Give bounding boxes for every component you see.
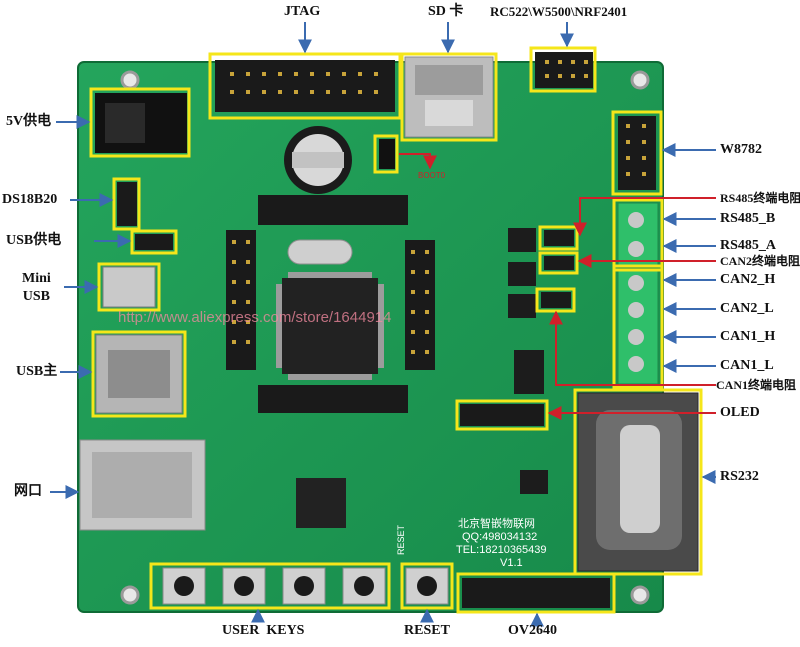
crystal-oscillator [287,239,353,265]
label-can1-termination: CAN1终端电阻 [716,378,796,392]
mcu-chip [276,272,384,380]
label-jtag: JTAG [284,4,321,19]
label-rc522: RC522\W5500\NRF2401 [490,4,628,19]
usb-phy-chip [296,478,346,528]
tel-text: TEL:18210365439 [456,544,547,556]
can-terminal [617,267,659,385]
spi-header [535,52,593,88]
label-rs485-a: RS485_A [720,238,777,253]
ov2640-header [462,578,610,608]
boot-jumper [379,139,395,169]
db9-connector [577,392,699,572]
boot-text: BOOT0 [418,171,446,180]
rj45-port [79,439,206,531]
sd-card-slot [404,56,494,138]
label-rs232: RS232 [720,469,759,484]
ds18b20-socket [117,182,137,226]
reset-silk-text: RESET [396,524,406,555]
user-key-buttons [162,567,386,605]
mounting-holes [120,70,650,605]
highlight-boxes [89,46,703,614]
callout-arrows-blue [50,22,716,627]
coin-battery [284,126,352,194]
label-can1-h: CAN1_H [720,329,776,344]
label-reset: RESET [404,623,450,638]
maker-text: 北京智嵌物联网 [458,516,535,530]
rs485-terminal [617,202,659,268]
label-rs485-b: RS485_B [720,211,776,226]
label-5v-power: 5V供电 [6,114,52,129]
mini-usb-port [102,266,156,308]
label-rs485-termination: RS485终端电阻 [720,191,800,205]
label-ethernet: 网口 [14,484,42,499]
label-usb-power: USB供电 [6,233,62,248]
qq-text: QQ:498034132 [462,531,537,543]
label-can2-l: CAN2_L [720,301,774,316]
watermark-text: http://www.aliexpress.com/store/1644914 [118,309,391,326]
usb-power-jumper [135,234,173,250]
label-ds18b20: DS18B20 [2,192,58,207]
version-text: V1.1 [500,557,523,569]
jtag-connector [215,60,395,112]
mcu-pin-headers [226,195,435,413]
label-can1-l: CAN1_L [720,358,774,373]
label-ov2640: OV2640 [508,623,557,638]
label-user-keys: USER KEYS [222,623,305,638]
usb-a-port [95,334,183,414]
header-pins [232,240,429,354]
label-sd: SD 卡 [428,4,464,19]
label-oled: OLED [720,405,760,420]
oled-header [460,404,544,426]
transceiver-chips [508,228,548,494]
dc-power-jack [95,93,187,153]
label-usb-host: USB主 [16,364,58,379]
callout-arrows-red [399,153,716,420]
label-w8782: W8782 [720,142,762,157]
label-can2-termination: CAN2终端电阻 [720,254,800,268]
label-can2-h: CAN2_H [720,272,776,287]
reset-button [405,567,449,605]
termination-jumpers [541,230,574,308]
label-mini-usb: Mini USB [22,271,51,304]
silkscreen-text: http://www.aliexpress.com/store/1644914 … [118,171,547,569]
w8782-header [618,116,656,190]
